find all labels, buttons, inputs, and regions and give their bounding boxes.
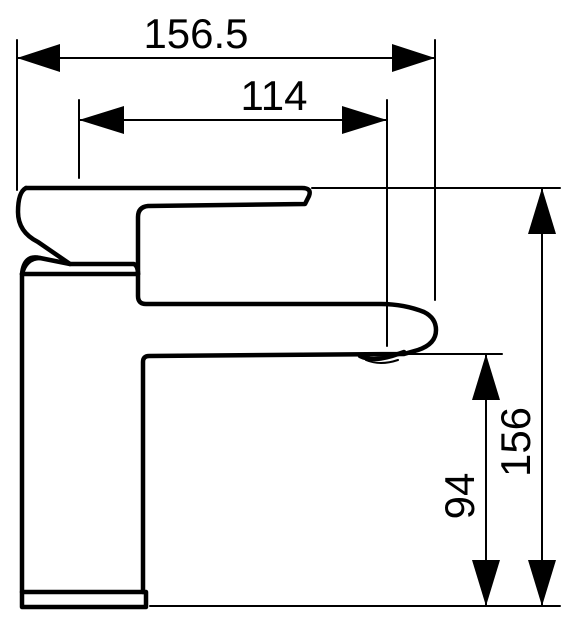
- arrow-right-overall: [392, 44, 435, 72]
- handle-upper: [23, 185, 312, 277]
- handle-lower: [15, 185, 141, 277]
- base-plate: [19, 589, 149, 610]
- dimension-label-total-height: 156: [492, 407, 539, 477]
- dimension-spout-reach: 114: [78, 72, 388, 134]
- arrow-left-spout: [79, 106, 124, 134]
- aerator: [357, 349, 407, 362]
- dimension-spout-height: 94: [436, 353, 500, 607]
- handle-lever: [15, 185, 312, 277]
- arrow-bottom-total-height: [528, 560, 556, 606]
- dimension-label-spout-height: 94: [436, 473, 483, 520]
- arrow-top-spout-height: [472, 354, 500, 400]
- arrow-right-spout: [342, 106, 387, 134]
- handle-cartridge: [19, 255, 73, 277]
- dimension-label-spout-reach: 114: [241, 72, 308, 119]
- faucet-outline: [19, 255, 439, 610]
- arrow-bottom-spout-height: [472, 560, 500, 606]
- arrow-left-overall: [17, 44, 60, 72]
- aerator-detail: [365, 359, 399, 364]
- dimension-label-overall-reach: 156.5: [143, 10, 248, 57]
- dimension-total-height: 156: [492, 187, 556, 607]
- arrow-top-total-height: [528, 188, 556, 234]
- faucet-body-and-spout: [19, 255, 439, 595]
- dimension-overall-reach: 156.5: [16, 10, 436, 72]
